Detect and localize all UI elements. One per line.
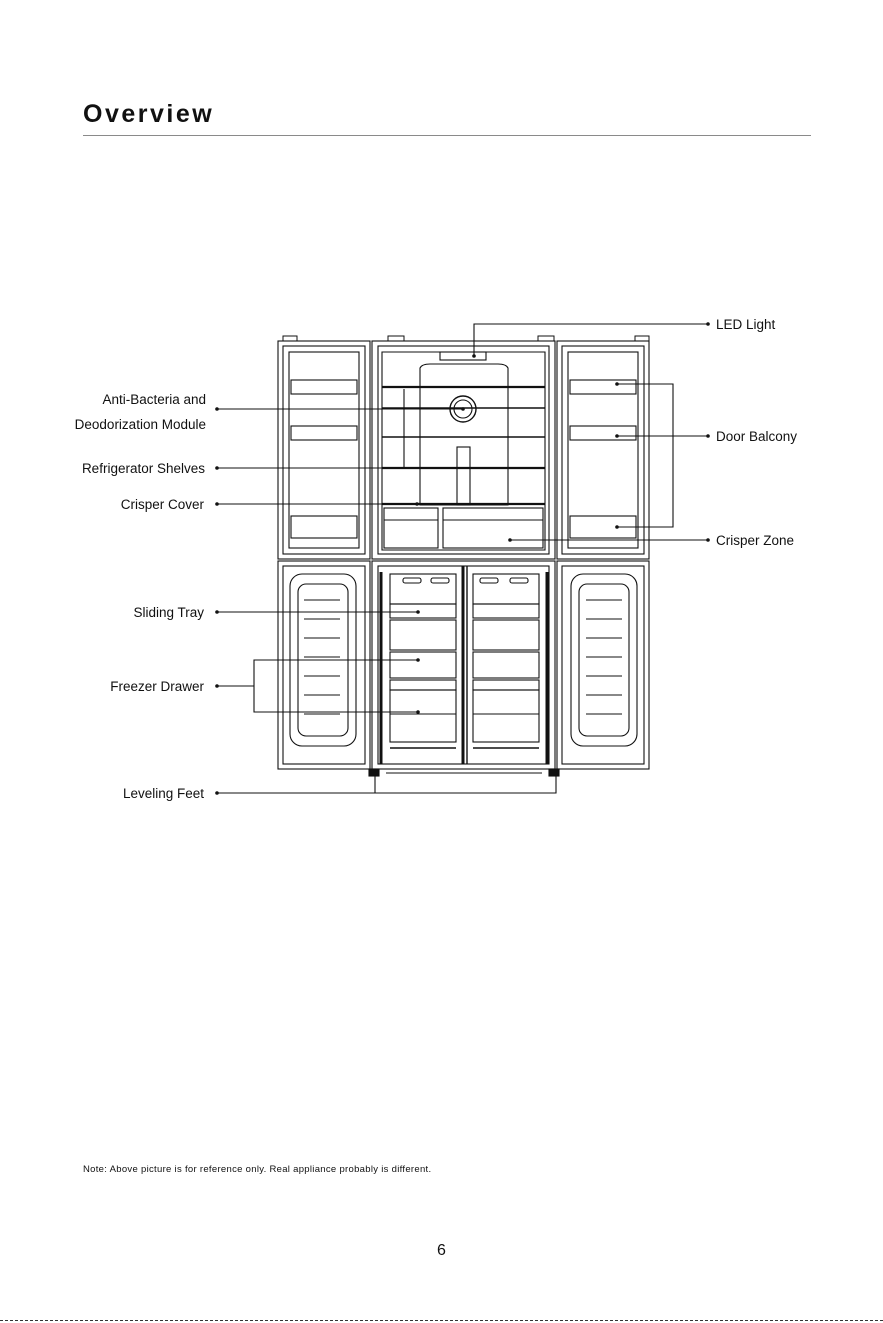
leveling-feet-drawing xyxy=(278,769,649,776)
label-crisper-zone: Crisper Zone xyxy=(716,533,794,548)
right-lower-door xyxy=(557,561,649,769)
refrigerator-illustration xyxy=(278,336,649,776)
label-anti-bacteria-line2: Deodorization Module xyxy=(75,417,206,432)
label-anti-bacteria-line1: Anti-Bacteria and xyxy=(102,392,206,407)
label-refrigerator-shelves: Refrigerator Shelves xyxy=(82,461,205,476)
label-door-balcony: Door Balcony xyxy=(716,429,797,444)
label-led-light: LED Light xyxy=(716,317,776,332)
label-sliding-tray: Sliding Tray xyxy=(133,605,204,620)
reference-note: Note: Above picture is for reference onl… xyxy=(83,1164,431,1175)
label-leveling-feet: Leveling Feet xyxy=(123,786,204,801)
freezer-cabinet xyxy=(372,561,555,769)
left-lower-door xyxy=(278,561,370,769)
page-number: 6 xyxy=(0,1242,883,1260)
left-upper-door xyxy=(278,341,370,559)
top-hinges xyxy=(283,336,649,341)
label-freezer-drawer: Freezer Drawer xyxy=(110,679,204,694)
label-crisper-cover: Crisper Cover xyxy=(121,497,205,512)
fridge-cabinet xyxy=(372,341,555,559)
right-upper-door xyxy=(557,341,649,559)
bottom-divider xyxy=(0,1320,883,1321)
